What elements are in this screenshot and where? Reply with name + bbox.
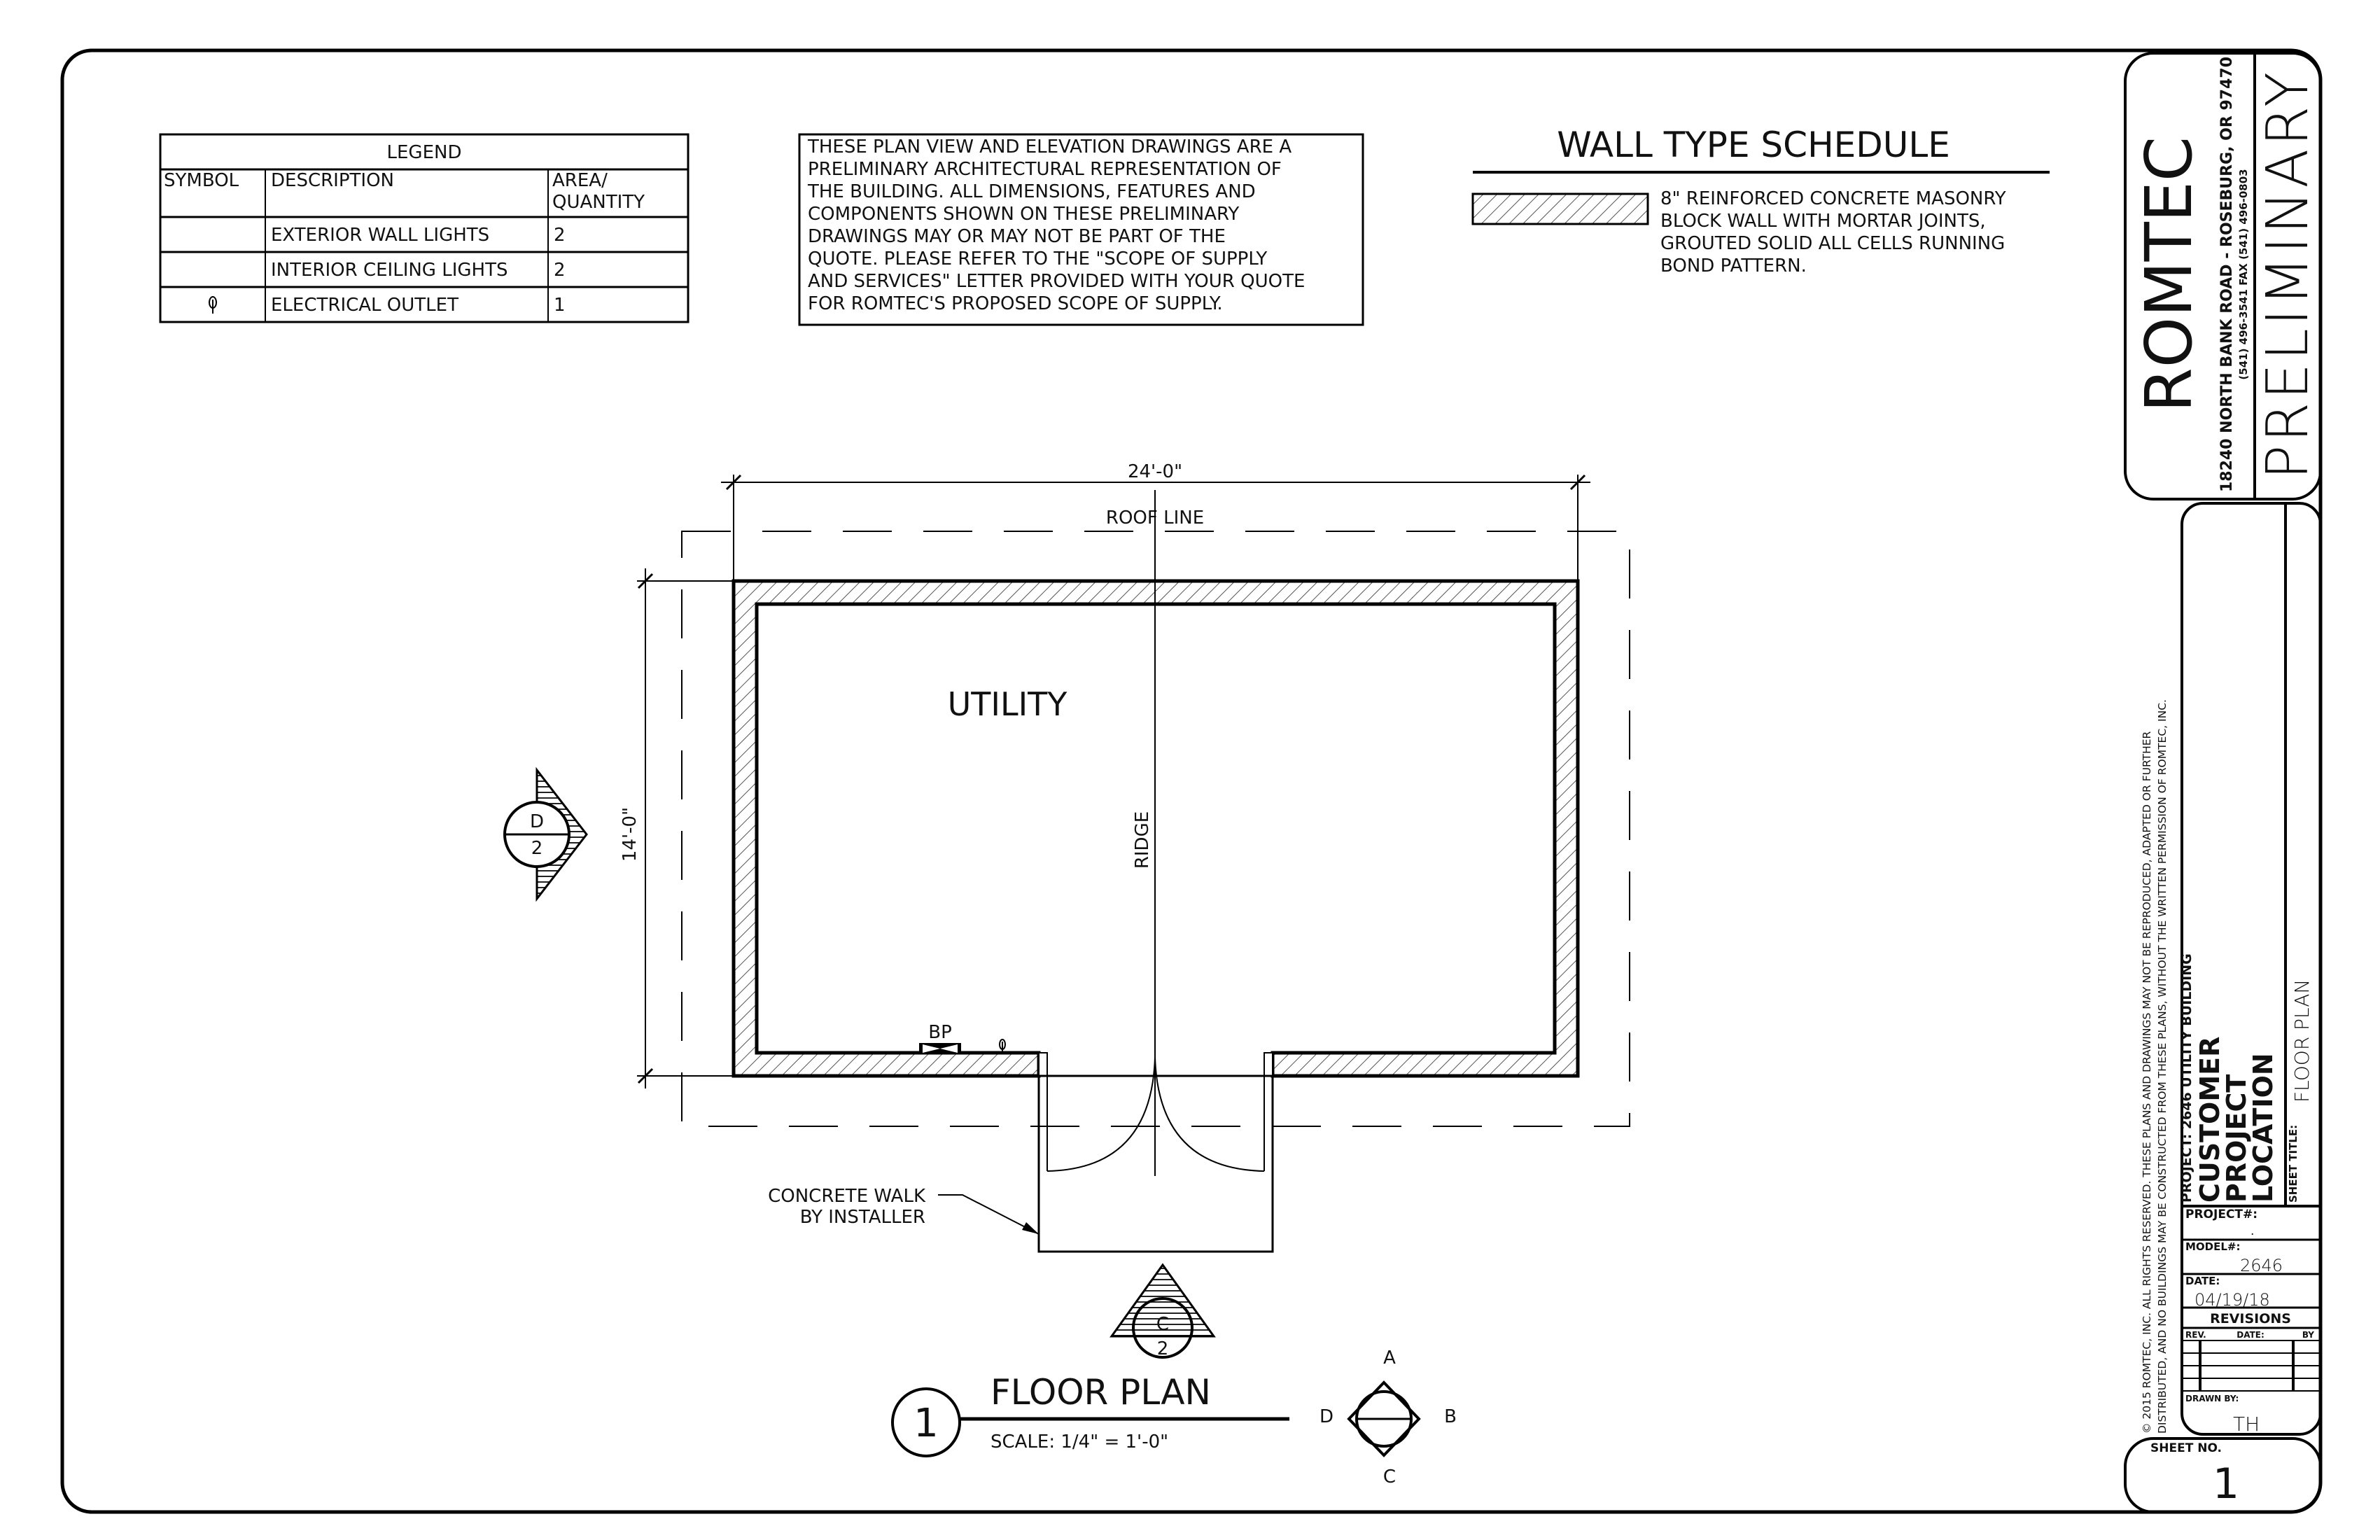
note-line: THESE PLAN VIEW AND ELEVATION DRAWINGS A…: [807, 136, 1292, 158]
breaker-panel-icon: [919, 1043, 961, 1054]
legend-title: LEGEND: [387, 142, 462, 163]
copyright-notice: © 2015 ROMTEC, INC. ALL RIGHTS RESERVED.…: [2141, 731, 2153, 1434]
floor-plan-drawing: ROOF LINE RIDGE UTILITY CONCRETE WALK BY…: [503, 461, 1630, 1488]
compass-label-c: C: [1383, 1466, 1396, 1488]
rev-header: REV.: [2185, 1330, 2206, 1340]
sheet-title: FLOOR PLAN: [2290, 979, 2314, 1102]
wall-schedule-line: BLOCK WALL WITH MORTAR JOINTS,: [1660, 211, 1986, 232]
customer-field: CUSTOMER: [2194, 1037, 2225, 1203]
date-label: DATE:: [2185, 1275, 2220, 1287]
section-sheet: 2: [1157, 1338, 1169, 1359]
date-value: 04/19/18: [2194, 1290, 2270, 1310]
ridge-label: RIDGE: [1132, 811, 1153, 869]
project-field: PROJECT: [2221, 1074, 2252, 1203]
rev-header: DATE:: [2236, 1330, 2264, 1340]
disclaimer-note: THESE PLAN VIEW AND ELEVATION DRAWINGS A…: [798, 133, 1364, 326]
compass-key: A B C D: [1320, 1348, 1457, 1488]
revisions-table: [2182, 1340, 2320, 1392]
model-label: MODEL#:: [2185, 1240, 2241, 1253]
sheet-number: 1: [2213, 1460, 2239, 1508]
drawing-title-text: FLOOR PLAN: [990, 1372, 1211, 1413]
compass-label-d: D: [1320, 1406, 1334, 1427]
note-line: AND SERVICES" LETTER PROVIDED WITH YOUR …: [808, 271, 1305, 292]
title-block: ROMTEC 18240 NORTH BANK ROAD - ROSEBURG,…: [2124, 52, 2322, 1513]
legend-header-area: AREA/: [552, 170, 608, 191]
bp-label: BP: [928, 1022, 952, 1043]
model-number: 2646: [2240, 1256, 2283, 1275]
note-line: DRAWINGS MAY OR MAY NOT BE PART OF THE: [808, 226, 1226, 247]
legend-header-description: DESCRIPTION: [271, 170, 394, 191]
drawing-scale: SCALE: 1/4" = 1'-0": [990, 1432, 1168, 1452]
legend-row-description: EXTERIOR WALL LIGHTS: [271, 225, 489, 246]
section-marker-d[interactable]: D 2: [503, 766, 588, 902]
rev-header: BY: [2302, 1330, 2314, 1340]
outlet-icon: [999, 1039, 1006, 1053]
section-marker-c[interactable]: C 2: [1110, 1263, 1216, 1359]
compass-label-b: B: [1444, 1406, 1457, 1427]
project-number: .: [2250, 1224, 2254, 1238]
depth-dimension-label: 14'-0": [620, 807, 640, 862]
legend-row-quantity: 2: [554, 225, 566, 246]
walk-label: CONCRETE WALK: [768, 1186, 926, 1207]
legend-table: LEGEND SYMBOL DESCRIPTION AREA/ QUANTITY…: [159, 133, 690, 323]
project-name: PROJECT: 2646 UTILITY BUILDING: [2179, 953, 2194, 1203]
romtec-logo: ROMTEC: [2132, 136, 2206, 412]
outlet-icon: [209, 296, 217, 314]
wall-schedule-line: GROUTED SOLID ALL CELLS RUNNING: [1660, 233, 2005, 254]
walk-label: BY INSTALLER: [800, 1207, 925, 1228]
location-field: LOCATION: [2248, 1053, 2278, 1203]
wall-type-schedule: WALL TYPE SCHEDULE 8" REINFORCED CONCRET…: [1471, 125, 2050, 276]
copyright-notice: DISTRIBUTED, AND NO BUILDINGS MAY BE CON…: [2156, 699, 2169, 1434]
double-door: [1046, 1056, 1265, 1172]
width-dimension-label: 24'-0": [1128, 461, 1182, 482]
note-line: THE BUILDING. ALL DIMENSIONS, FEATURES A…: [807, 181, 1256, 202]
masonry-wall-hatch-swatch: [1471, 192, 1649, 225]
legend-header-quantity: QUANTITY: [552, 192, 645, 213]
drawn-by-label: DRAWN BY:: [2185, 1394, 2239, 1404]
wall-schedule-line: 8" REINFORCED CONCRETE MASONRY: [1660, 188, 2006, 209]
drawn-by: TH: [2233, 1413, 2260, 1436]
note-line: PRELIMINARY ARCHITECTURAL REPRESENTATION…: [808, 159, 1282, 180]
revisions-label: REVISIONS: [2210, 1311, 2291, 1326]
room-label: UTILITY: [948, 685, 1068, 723]
concrete-walk: [1037, 1074, 1274, 1253]
company-phone: (541) 496-3541 FAX (541) 496-0803: [2237, 169, 2250, 379]
preliminary-stamp: PRELIMINARY: [2255, 69, 2321, 479]
depth-dimension: 14'-0": [620, 568, 732, 1088]
compass-label-a: A: [1383, 1348, 1396, 1368]
wall-schedule-line: BOND PATTERN.: [1660, 255, 1807, 276]
wall-schedule-title: WALL TYPE SCHEDULE: [1557, 125, 1950, 165]
sheet-number-label: SHEET NO.: [2150, 1441, 2222, 1455]
drawing-number: 1: [913, 1401, 939, 1446]
legend-row-description: INTERIOR CEILING LIGHTS: [271, 260, 507, 281]
note-line: FOR ROMTEC'S PROPOSED SCOPE OF SUPPLY.: [808, 293, 1223, 314]
section-sheet: 2: [531, 838, 543, 859]
legend-row-description: ELECTRICAL OUTLET: [271, 295, 458, 316]
legend-row-quantity: 2: [554, 260, 566, 281]
svg-text:ROMTEC: ROMTEC: [2132, 136, 2206, 412]
project-number-label: PROJECT#:: [2185, 1208, 2258, 1222]
section-letter: C: [1156, 1314, 1169, 1335]
drawing-title: 1 FLOOR PLAN SCALE: 1/4" = 1'-0": [891, 1372, 1289, 1457]
legend-row-quantity: 1: [554, 295, 566, 316]
note-line: QUOTE. PLEASE REFER TO THE "SCOPE OF SUP…: [808, 248, 1267, 270]
legend-header-symbol: SYMBOL: [164, 170, 239, 191]
company-address: 18240 NORTH BANK ROAD - ROSEBURG, OR 974…: [2218, 57, 2236, 492]
sheet-title-label: SHEET TITLE:: [2287, 1125, 2300, 1203]
section-letter: D: [530, 811, 544, 832]
width-dimension: 24'-0": [721, 461, 1590, 580]
note-line: COMPONENTS SHOWN ON THESE PRELIMINARY: [808, 204, 1239, 225]
